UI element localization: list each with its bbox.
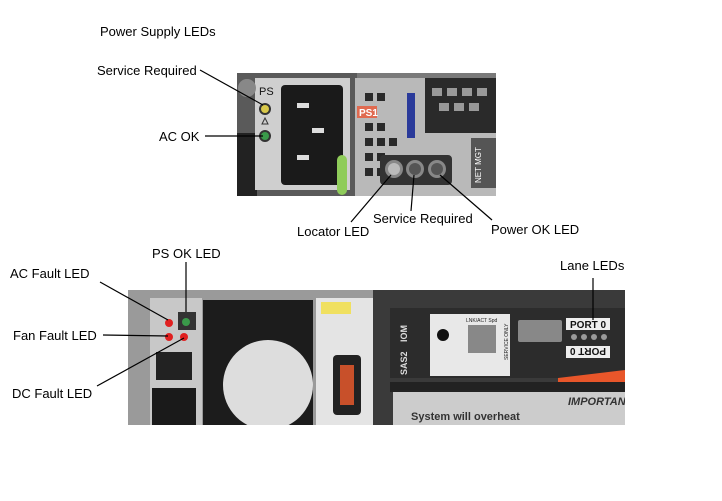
service-required-led (261, 105, 269, 113)
important-label: IMPORTANT (568, 396, 625, 408)
warning-label (393, 392, 625, 425)
diagram-title: Power Supply LEDs (100, 24, 216, 39)
fan (223, 340, 313, 425)
screw-icon (238, 79, 256, 97)
iom-latch[interactable] (558, 370, 625, 382)
power-ok-led (431, 163, 443, 175)
callout-ac-ok: AC OK (159, 129, 200, 144)
callout-service-required-ps: Service Required (97, 63, 197, 78)
lnk-act-label: LNK/ACT Spd (466, 318, 498, 324)
callout-ac-fault-led: AC Fault LED (10, 266, 90, 281)
overheat-warning-text: System will overheat (411, 411, 520, 423)
callout-lane-leds: Lane LEDs (560, 258, 625, 273)
leader-ac-fault-led (99, 281, 169, 321)
power-switch[interactable] (156, 352, 192, 380)
leader-dc-fault-led (96, 337, 185, 387)
port0-inverted-label: PORT 0 (569, 345, 606, 356)
leader-service-required-ps (199, 69, 264, 106)
locator-led[interactable] (388, 163, 400, 175)
server-rear-photo: PS PS1 (237, 73, 496, 196)
fan-fault-led (165, 333, 173, 341)
psu-handle[interactable] (340, 365, 354, 405)
leader-power-ok-led (439, 174, 493, 221)
storage-rear-photo: IOM SAS2 LNK/ACT Spd SERVICE ONLY PORT 0… (128, 290, 625, 425)
ac-inlet-bottom (152, 388, 196, 425)
lane-leds (571, 334, 607, 340)
leader-locator-led (350, 174, 392, 223)
callout-locator-led: Locator LED (297, 224, 370, 239)
callout-power-ok-led: Power OK LED (491, 222, 580, 237)
net-mgt-label: NET MGT (474, 147, 483, 183)
warning-icon (261, 116, 269, 125)
callout-ps-ok-led: PS OK LED (152, 246, 221, 261)
leader-service-required-sys (410, 174, 415, 212)
service-ethernet-port[interactable] (468, 325, 496, 353)
port0-label: PORT 0 (570, 320, 607, 331)
sas2-label: SAS2 (399, 351, 409, 375)
callout-service-required-sys: Service Required (373, 211, 473, 226)
callout-fan-fault-led: Fan Fault LED (13, 328, 97, 343)
leader-fan-fault-led (102, 334, 169, 337)
ps1-badge (357, 106, 377, 118)
service-only-label: SERVICE ONLY (504, 323, 510, 360)
ac-fault-led (165, 319, 173, 327)
ps-latch[interactable] (337, 155, 347, 195)
iom-label: IOM (399, 325, 409, 342)
ac-ok-led (261, 132, 269, 140)
ac-inlet (281, 85, 343, 185)
sas-port[interactable] (518, 320, 562, 342)
service-required-sys-led (409, 163, 421, 175)
ps-ok-led (182, 318, 190, 326)
ps-label: PS (259, 86, 274, 98)
ps1-label: PS1 (359, 108, 378, 119)
callout-dc-fault-led: DC Fault LED (12, 386, 93, 401)
